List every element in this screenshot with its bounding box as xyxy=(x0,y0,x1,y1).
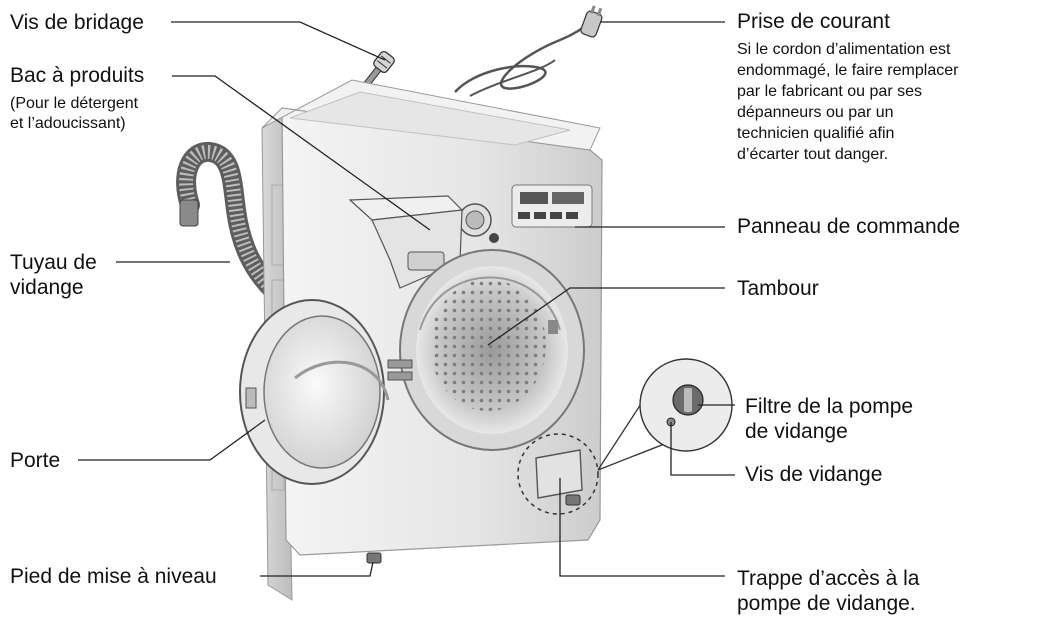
power-cord xyxy=(454,5,603,97)
label-drain-screw: Vis de vidange xyxy=(745,463,883,486)
leader-drain-screw xyxy=(670,422,735,476)
leader-dispenser xyxy=(172,75,431,231)
label-power-plug: Prise de courant xyxy=(737,10,890,33)
label-control-panel: Panneau de commande xyxy=(737,215,960,238)
label-pump-filter: Filtre de la pompe de vidange xyxy=(745,395,914,443)
label-power-plug-note: Si le cordon d’alimentation est endommag… xyxy=(737,41,959,163)
leader-lines xyxy=(78,21,735,577)
control-panel xyxy=(458,184,593,243)
label-access-cover: Trappe d’accès à la pompe de vidange. xyxy=(737,567,920,615)
drain-hose xyxy=(176,142,285,302)
access-cover xyxy=(517,433,599,515)
leader-door xyxy=(78,419,266,461)
label-leveling-foot: Pied de mise à niveau xyxy=(10,565,217,588)
door xyxy=(239,299,413,485)
label-dispenser: Bac à produits xyxy=(10,64,145,87)
drum xyxy=(399,249,585,451)
leader-drum xyxy=(487,287,725,346)
pump-zoom xyxy=(597,358,733,471)
label-door: Porte xyxy=(10,449,61,472)
leader-access-cover xyxy=(559,478,725,577)
leader-leveling-foot xyxy=(260,561,374,577)
label-drum: Tambour xyxy=(737,277,819,300)
leader-clamp-screw xyxy=(171,21,386,61)
label-dispenser-note: (Pour le détergent et l’adoucissant) xyxy=(10,95,139,132)
label-clamp-screw: Vis de bridage xyxy=(10,11,144,34)
leveling-foot xyxy=(366,552,382,564)
label-drain-hose: Tuyau de vidange xyxy=(10,251,97,299)
